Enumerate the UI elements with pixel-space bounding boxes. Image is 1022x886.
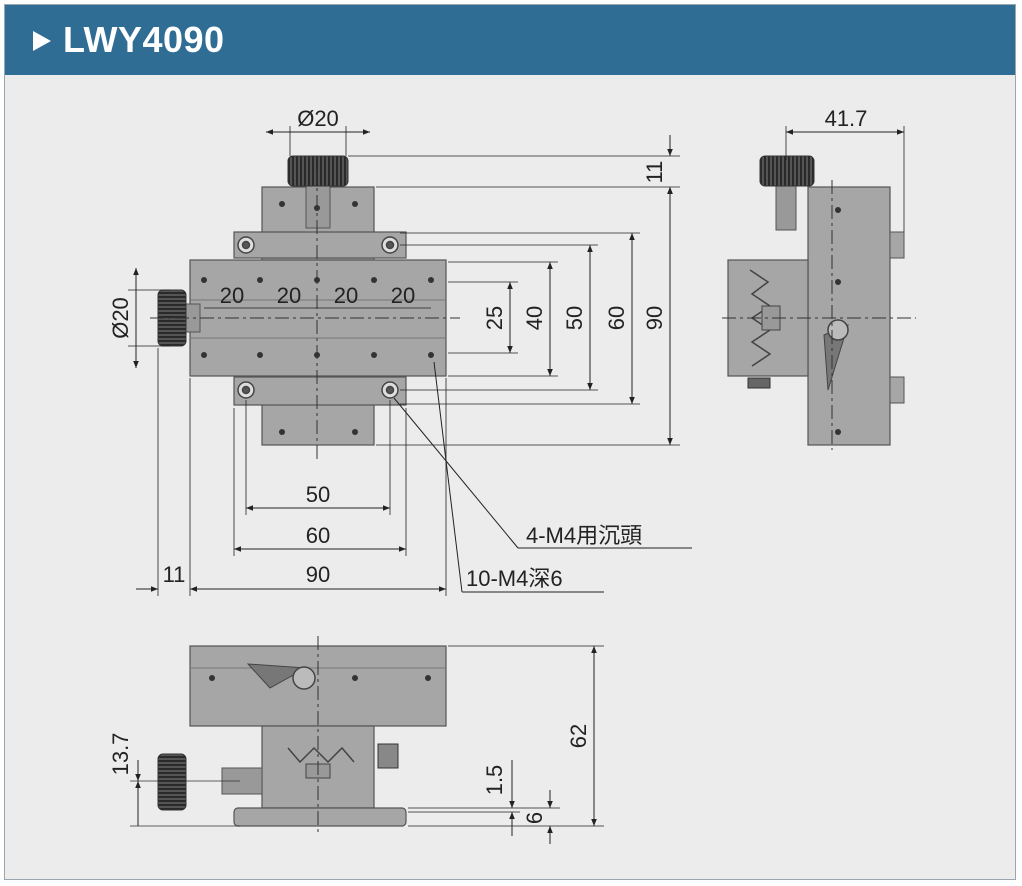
dim-6: 6 bbox=[522, 812, 547, 824]
dim-50-bottom: 50 bbox=[306, 482, 330, 507]
dim-40-right: 40 bbox=[522, 306, 547, 330]
dim-62: 62 bbox=[566, 724, 591, 748]
dim-pitch-2: 20 bbox=[277, 283, 301, 308]
base-flange-bottom bbox=[233, 376, 407, 406]
dim-11-bottom: 11 bbox=[163, 562, 186, 587]
top-view: Ø20 11 90 60 50 40 25 Ø20 20 2 bbox=[108, 106, 692, 596]
y-knob-icon bbox=[287, 155, 349, 187]
callout-counterbore: 4-M4用沉頭 bbox=[526, 523, 642, 548]
dim-25-right: 25 bbox=[482, 306, 507, 330]
counterbore-holes bbox=[237, 236, 399, 399]
base-flange-top bbox=[233, 231, 407, 259]
front-lock-screw-icon bbox=[292, 666, 316, 690]
dim-90-bottom: 90 bbox=[306, 562, 330, 587]
dim-knob-diameter-top: Ø20 bbox=[297, 106, 339, 131]
header-bar: LWY4090 bbox=[5, 5, 1015, 75]
product-title: LWY4090 bbox=[63, 19, 225, 60]
side-view: 41.7 bbox=[722, 106, 916, 450]
dim-1-5: 1.5 bbox=[482, 765, 507, 796]
side-knob-icon bbox=[759, 155, 815, 187]
play-triangle-icon bbox=[33, 31, 51, 51]
lock-screw-icon bbox=[827, 319, 849, 341]
dim-60-right: 60 bbox=[604, 306, 629, 330]
front-view: 13.7 62 1.5 6 bbox=[108, 636, 604, 844]
dim-60-bottom: 60 bbox=[306, 523, 330, 548]
dim-13-7: 13.7 bbox=[108, 733, 133, 776]
side-stage-body bbox=[807, 186, 891, 446]
dim-90-right: 90 bbox=[642, 306, 667, 330]
dim-pitch-4: 20 bbox=[391, 283, 415, 308]
tapped-holes bbox=[201, 201, 434, 435]
dim-41-7: 41.7 bbox=[825, 106, 868, 131]
dim-50-right: 50 bbox=[562, 306, 587, 330]
callout-tapped: 10-M4深6 bbox=[466, 566, 563, 591]
dim-11-top: 11 bbox=[642, 161, 667, 184]
front-knob-icon bbox=[157, 753, 187, 811]
dim-pitch-1: 20 bbox=[220, 283, 244, 308]
dim-knob-diameter-left: Ø20 bbox=[108, 297, 133, 339]
dim-pitch-3: 20 bbox=[334, 283, 358, 308]
